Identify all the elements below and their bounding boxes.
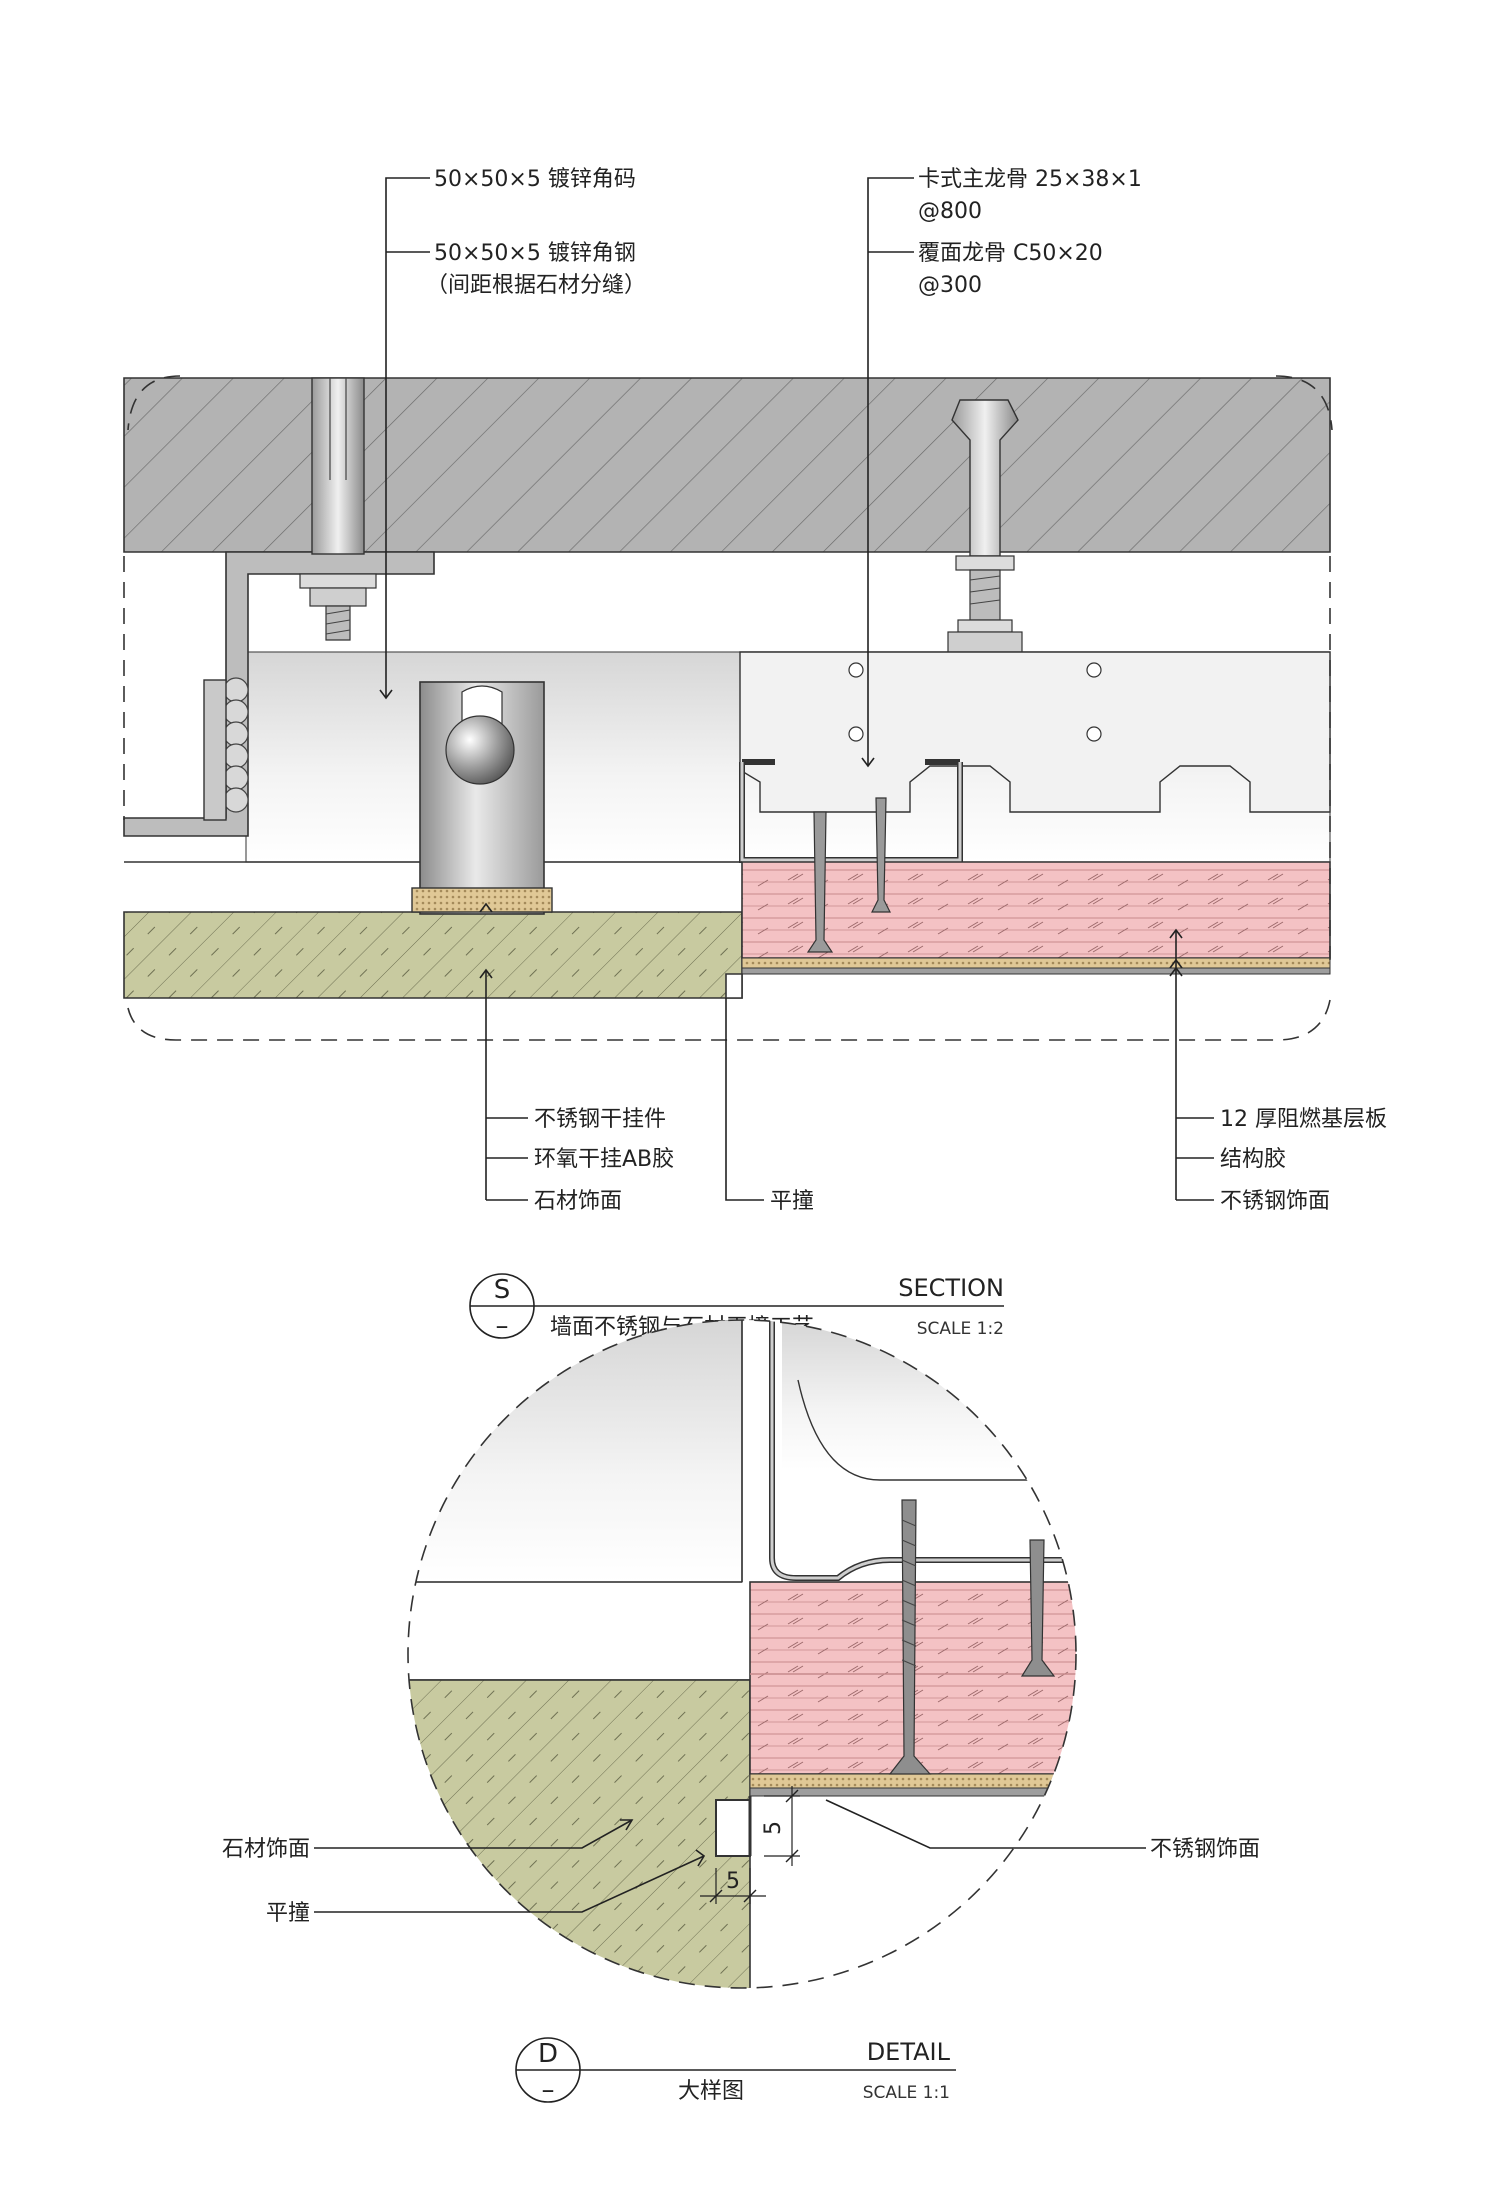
detail-dimensions: 5 5	[700, 1786, 800, 1904]
detail-title-letter: D	[538, 2039, 558, 2069]
section-view	[123, 375, 1333, 1041]
expansion-anchor-left	[299, 377, 377, 641]
stainless-steel-facing	[741, 967, 1331, 975]
structural-glue-layer	[741, 957, 1331, 969]
weld-plate	[203, 679, 227, 821]
flush-return	[725, 973, 743, 999]
detail-labels: 石材饰面 平撞 不锈钢饰面	[222, 1837, 1260, 1926]
detail-view	[407, 1319, 1077, 1989]
base-board	[741, 861, 1331, 959]
detail-title-block: D – 大样图 DETAIL SCALE 1:1	[515, 2037, 956, 2105]
title-letter: S	[494, 1275, 511, 1305]
detail-title-name: 大样图	[678, 2079, 744, 2104]
title-dash: –	[496, 1311, 509, 1341]
galvanized-angle-steel	[123, 551, 435, 837]
self-tapping-screw	[806, 797, 891, 953]
detail-label-ss-facing: 不锈钢饰面	[1150, 1837, 1260, 1862]
title-kind: SECTION	[898, 1274, 1004, 1302]
detail-title-dash: –	[542, 2075, 555, 2105]
label-main-keel-spacing: @800	[918, 199, 982, 224]
section-leaders	[379, 177, 1214, 1201]
stone-facing	[123, 911, 743, 999]
concrete-slab	[123, 377, 1331, 553]
expansion-anchor-right	[947, 399, 1023, 653]
detail-label-stone: 石材饰面	[222, 1837, 310, 1862]
detail-base-board	[749, 1581, 1076, 1775]
label-epoxy: 环氧干挂AB胶	[534, 1147, 674, 1172]
detail-main-keel	[782, 1320, 1076, 1470]
detail-leaders	[314, 1799, 1146, 1913]
label-flush: 平撞	[770, 1189, 814, 1214]
section-labels: 50×50×5 镀锌角码 50×50×5 镀锌角钢 （间距根据石材分缝） 卡式主…	[426, 167, 1387, 1214]
label-stone: 石材饰面	[534, 1189, 622, 1214]
dim-horizontal: 5	[726, 1869, 740, 1894]
keel-holes	[848, 662, 1102, 742]
label-angle-code: 50×50×5 镀锌角码	[434, 167, 636, 192]
weld-bead	[223, 677, 249, 813]
detail-flush-return	[715, 1799, 751, 1857]
detail-boundary	[407, 1319, 1077, 1989]
detail-ss-facing	[749, 1787, 1076, 1797]
detail-label-flush: 平撞	[266, 1901, 310, 1926]
label-angle-steel: 50×50×5 镀锌角钢	[434, 241, 636, 266]
detail-stone	[408, 1679, 751, 1988]
detail-cavity	[408, 1320, 743, 1583]
detail-screw	[888, 1499, 1056, 1775]
detail-title-scale: SCALE 1:1	[863, 2083, 950, 2103]
label-cover-keel-spacing: @300	[918, 273, 982, 298]
label-cover-keel: 覆面龙骨 C50×20	[918, 241, 1103, 266]
main-keel	[739, 651, 1331, 813]
label-struct-glue: 结构胶	[1220, 1147, 1286, 1172]
dim-vertical: 5	[761, 1821, 786, 1835]
title-scale: SCALE 1:2	[917, 1319, 1004, 1339]
stainless-hanger	[411, 681, 553, 915]
label-main-keel: 卡式主龙骨 25×38×1	[918, 167, 1142, 192]
label-angle-steel-note: （间距根据石材分缝）	[426, 273, 646, 298]
detail-title-kind: DETAIL	[867, 2038, 951, 2066]
label-base-board: 12 厚阻燃基层板	[1220, 1107, 1387, 1132]
label-hanger: 不锈钢干挂件	[534, 1107, 666, 1132]
label-ss-facing: 不锈钢饰面	[1220, 1189, 1330, 1214]
